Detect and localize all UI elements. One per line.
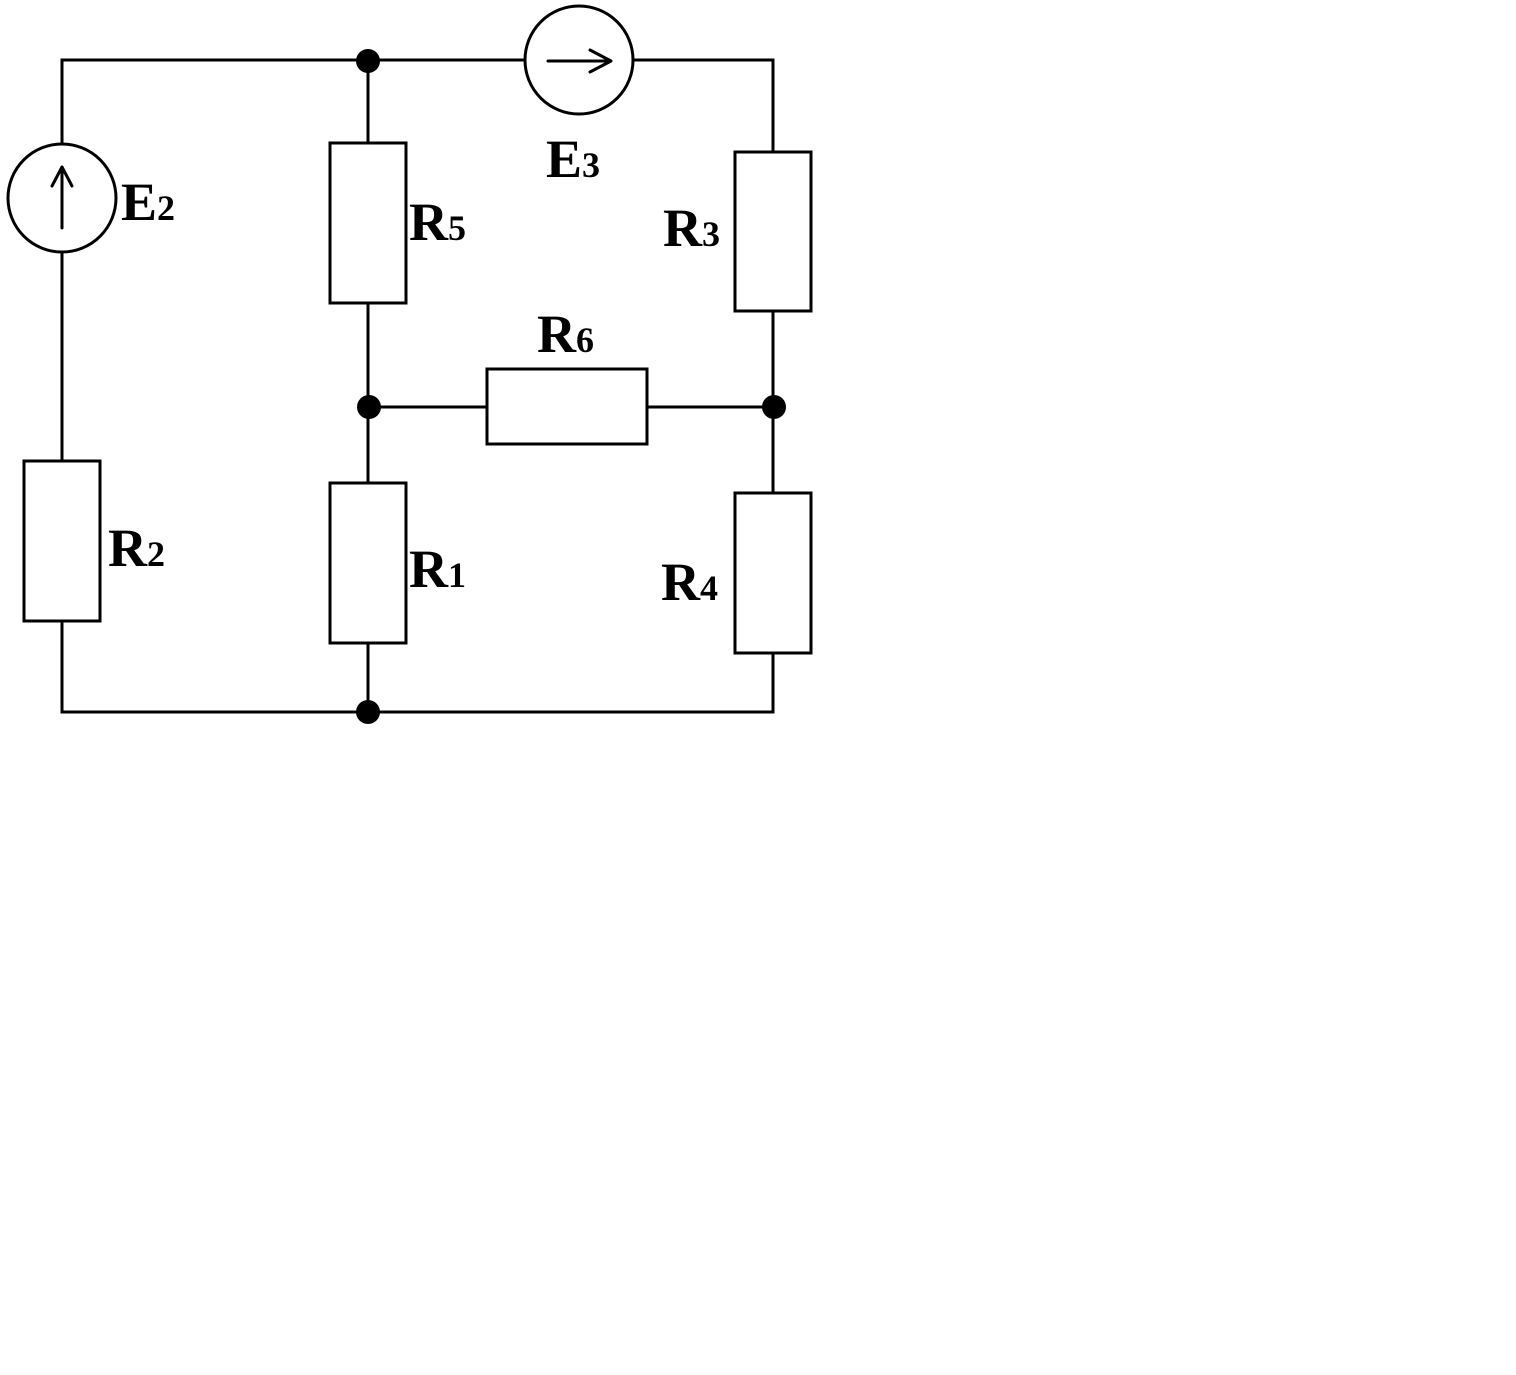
resistor-r4 — [733, 491, 813, 655]
label-e2: E2 — [121, 172, 175, 232]
label-r2: R2 — [108, 518, 165, 578]
junction-node-middle-left — [357, 395, 381, 419]
junction-node-middle-right — [762, 395, 786, 419]
label-r3: R3 — [663, 198, 720, 258]
label-r1: R1 — [409, 539, 466, 599]
voltage-source-e3 — [523, 4, 635, 116]
junction-node-bottom — [356, 700, 380, 724]
junction-node-top — [356, 49, 380, 73]
arrow-right-icon — [546, 48, 613, 74]
resistor-r1 — [328, 481, 408, 645]
voltage-source-e2 — [6, 142, 118, 254]
resistor-r2 — [22, 459, 102, 623]
resistor-r5 — [328, 141, 408, 305]
label-r4: R4 — [661, 552, 718, 612]
arrow-up-icon — [50, 165, 74, 230]
resistor-r6 — [485, 367, 649, 446]
label-r6: R6 — [537, 304, 594, 364]
label-r5: R5 — [409, 192, 466, 252]
wires — [60, 58, 775, 714]
label-e3: E3 — [546, 129, 600, 189]
resistor-r3 — [733, 150, 813, 313]
